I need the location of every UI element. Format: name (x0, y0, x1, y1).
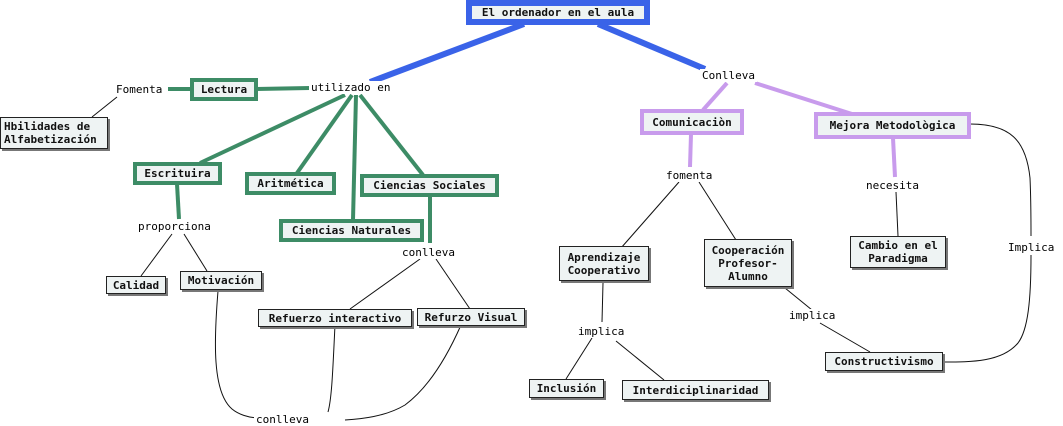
link-conlleva-mejora (754, 81, 853, 116)
concept-escritura[interactable]: Escrituira (133, 162, 222, 185)
concept-mejora-metodologica[interactable]: Mejora Metodològica (814, 112, 971, 139)
concept-ciencias-sociales-label: Ciencias Sociales (373, 179, 486, 192)
concept-aprendizaje-cooperativo[interactable]: Aprendizaje Cooperativo (559, 246, 649, 281)
concept-calidad[interactable]: Calidad (106, 276, 166, 294)
link-fomenta-habilidades (91, 96, 118, 118)
link-implica-constructivismo-curve (942, 254, 1032, 363)
phrase-fomenta-left[interactable]: Fomenta (114, 83, 165, 96)
root-concept-label: El ordenador en el aula (481, 6, 635, 19)
link-conlleva-comunicacion (701, 81, 729, 112)
concept-ciencias-naturales[interactable]: Ciencias Naturales (279, 219, 424, 242)
link-escritura-proporciona (175, 183, 181, 220)
link-motivacion-conlleva-bottom (214, 290, 261, 419)
concept-mejora-metodologica-label: Mejora Metodològica (829, 119, 956, 132)
concept-interdisciplinaridad[interactable]: Interdiciplinaridad (622, 380, 769, 400)
link-utilizado-aritmetica (295, 93, 354, 175)
phrase-implica-right[interactable]: Implica (1006, 241, 1057, 254)
concept-habilidades[interactable]: Hbilidades de Alfabetización (0, 117, 108, 149)
link-fomenta-cooperacion (698, 181, 737, 241)
concept-refuerzo-visual[interactable]: Refurzo Visual (417, 308, 525, 326)
concept-cooperacion[interactable]: Cooperación Profesor-Alumno (704, 239, 792, 287)
concept-lectura-label: Lectura (200, 83, 248, 96)
phrase-necesita[interactable]: necesita (864, 179, 921, 192)
link-cooperacion-implica (784, 287, 813, 311)
concept-motivacion[interactable]: Motivación (180, 271, 262, 290)
link-mejora-implica (969, 123, 1032, 237)
link-utilizado-lectura (255, 86, 311, 91)
concept-aritmetica-label: Aritmética (257, 177, 324, 190)
concept-inclusion-label: Inclusión (536, 382, 597, 395)
concept-cambio-paradigma-label: Cambio en el Paradigma (858, 239, 938, 265)
concept-comunicacion-label: Comunicaciòn (652, 115, 732, 129)
link-utilizado-naturales (351, 94, 358, 221)
concept-constructivismo-label: Constructivismo (834, 355, 934, 368)
concept-aprendizaje-cooperativo-label: Aprendizaje Cooperativo (567, 250, 641, 277)
concept-ciencias-sociales[interactable]: Ciencias Sociales (360, 174, 499, 197)
concept-habilidades-label: Hbilidades de Alfabetización (4, 120, 97, 146)
link-mejora-necesita (891, 137, 897, 178)
phrase-implica-mid[interactable]: implica (787, 309, 838, 322)
concept-escritura-label: Escrituira (144, 167, 211, 180)
concept-inclusion[interactable]: Inclusión (529, 379, 604, 398)
concept-refuerzo-interactivo[interactable]: Refuerzo interactivo (258, 309, 412, 327)
concept-aritmetica[interactable]: Aritmética (245, 172, 336, 195)
link-implica-inclusion (565, 337, 593, 380)
link-proporciona-motivacion (183, 233, 208, 272)
concept-lectura[interactable]: Lectura (190, 78, 258, 101)
concept-constructivismo[interactable]: Constructivismo (825, 352, 943, 371)
link-aprendizaje-implica (601, 282, 604, 323)
link-utilizado-sociales (358, 93, 425, 177)
phrase-fomenta-right[interactable]: fomenta (664, 169, 715, 182)
concept-cambio-paradigma[interactable]: Cambio en el Paradigma (850, 236, 946, 268)
link-refuerzo-visual-conlleva-bottom (344, 324, 462, 421)
concept-interdisciplinaridad-label: Interdiciplinaridad (632, 383, 759, 397)
concept-cooperacion-label: Cooperación Profesor-Alumno (711, 243, 785, 283)
concept-calidad-label: Calidad (112, 278, 160, 292)
link-conlleva-refuerzo-interactivo (349, 258, 421, 310)
link-proporciona-calidad (140, 233, 173, 277)
phrase-utilizado-en[interactable]: utilizado en (309, 81, 393, 94)
concept-refuerzo-interactivo-label: Refuerzo interactivo (268, 311, 402, 325)
phrase-conlleva-mid[interactable]: conlleva (400, 246, 457, 259)
phrase-conlleva-bottom[interactable]: conlleva (254, 413, 311, 426)
concept-comunicacion[interactable]: Comunicaciòn (640, 109, 744, 135)
link-root-utilizado (368, 21, 526, 85)
concept-refuerzo-visual-label: Refurzo Visual (424, 310, 518, 324)
phrase-implica-left[interactable]: implica (576, 325, 627, 338)
link-necesita-cambio (895, 191, 899, 237)
link-fomenta-aprendizaje (620, 181, 680, 249)
link-utilizado-escritura (199, 93, 346, 165)
link-implica-interdisciplinaridad (615, 340, 665, 381)
concept-motivacion-label: Motivación (187, 274, 255, 287)
link-conlleva-refuerzo-visual (435, 258, 471, 310)
phrase-conlleva-top[interactable]: Conlleva (700, 69, 757, 82)
link-refuerzo-interactivo-conlleva-bottom (327, 324, 336, 413)
link-root-conlleva (596, 21, 707, 72)
concept-ciencias-naturales-label: Ciencias Naturales (291, 224, 412, 237)
root-concept[interactable]: El ordenador en el aula (466, 0, 650, 25)
phrase-proporciona[interactable]: proporciona (136, 220, 213, 233)
link-comunicacion-fomenta (688, 133, 693, 168)
link-implica-constructivismo (819, 322, 871, 353)
